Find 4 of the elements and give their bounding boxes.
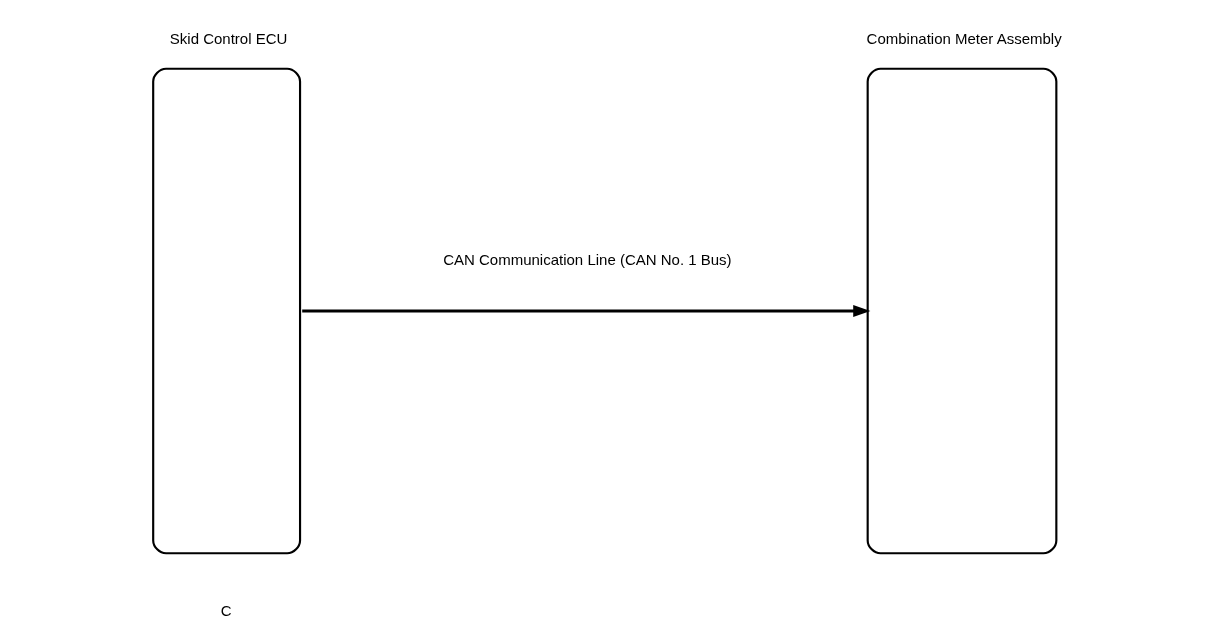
edge-label: CAN Communication Line (CAN No. 1 Bus) [442, 250, 732, 268]
label: C [220, 602, 232, 620]
node-label: Combination Meter Assembly [866, 30, 1062, 48]
node-label: Skid Control ECU [169, 30, 287, 48]
